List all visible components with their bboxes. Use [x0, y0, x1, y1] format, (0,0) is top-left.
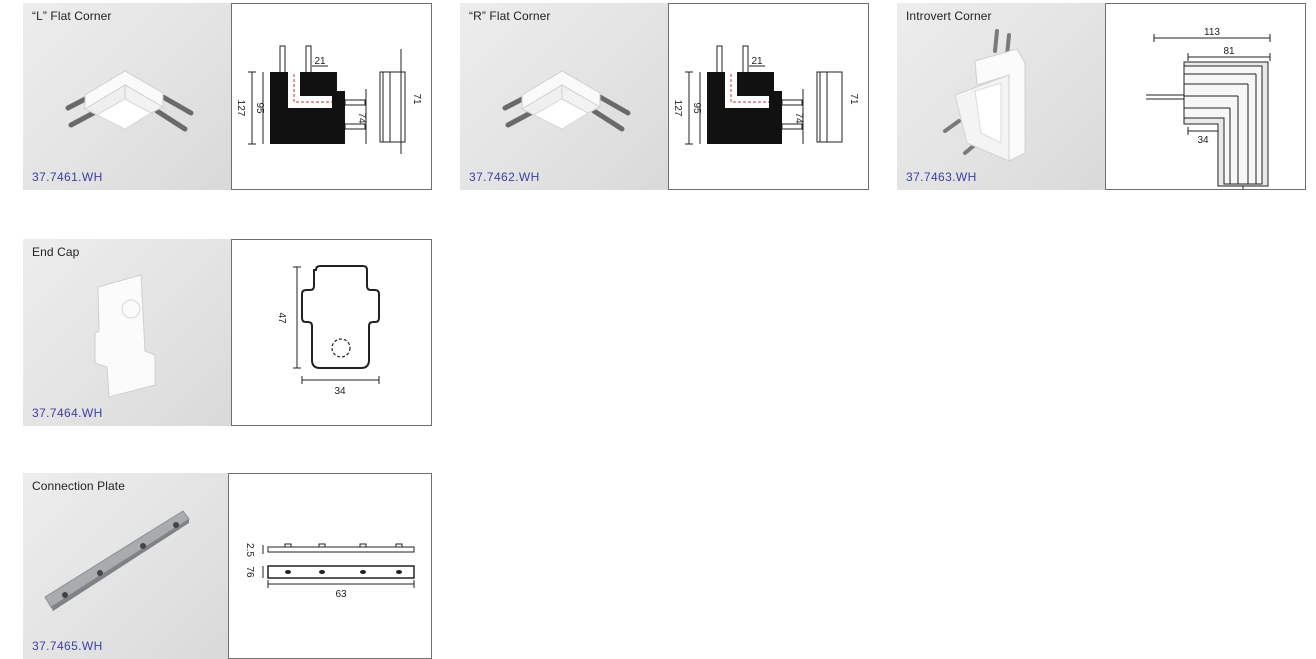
l-corner-product-image: [65, 70, 194, 132]
product-code: 37.7464.WH: [32, 406, 103, 420]
product-name: End Cap: [32, 245, 80, 259]
product-card-introvert-corner: Introvert Corner 37.7463.WH 113 81 34: [897, 3, 1306, 190]
technical-drawing: 2.5 76 63: [228, 473, 432, 659]
technical-drawing: 113 81 34: [1105, 3, 1306, 190]
product-card-l-flat-corner: “L” Flat Corner 37.7461.WH 127 95: [23, 3, 432, 190]
dimension-label: 21: [314, 56, 326, 67]
end-cap-product-image: [94, 274, 156, 398]
dimension-label: 74: [793, 112, 804, 124]
connection-plate-product-image: [44, 510, 190, 611]
dimension-label: 2.5: [244, 543, 255, 557]
dimension-label: 71: [411, 93, 422, 105]
dimension-label: 34: [334, 386, 346, 397]
product-code: 37.7463.WH: [906, 170, 977, 184]
dimension-label: 95: [691, 102, 702, 114]
dimension-label: 63: [335, 589, 347, 600]
dimension-label: 34: [1197, 135, 1209, 146]
technical-drawing: 127 95 21 74 71: [668, 3, 869, 190]
introvert-corner-dimension-drawing: 113 81 34: [1146, 27, 1271, 189]
product-card-r-flat-corner: “R” Flat Corner 37.7462.WH 127 95 21: [460, 3, 869, 190]
connection-plate-dimension-drawing: 2.5 76 63: [244, 543, 415, 600]
l-corner-dimension-drawing: 127 95 21 74 71: [235, 45, 422, 154]
introvert-corner-product-image: [943, 29, 1026, 162]
product-name: Connection Plate: [32, 479, 125, 493]
dimension-label: 47: [276, 312, 287, 324]
end-cap-dimension-drawing: 47 34: [276, 265, 380, 397]
dimension-label: 113: [1204, 27, 1220, 38]
dimension-label: 74: [356, 112, 367, 124]
product-name: Introvert Corner: [906, 9, 992, 23]
product-name: “L” Flat Corner: [32, 9, 112, 23]
technical-drawing: 47 34: [231, 239, 432, 426]
r-corner-dimension-drawing: 127 95 21 74 71: [672, 45, 859, 145]
product-photo: “L” Flat Corner 37.7461.WH: [23, 3, 232, 190]
dimension-label: 127: [235, 100, 246, 117]
dimension-label: 95: [254, 102, 265, 114]
product-card-connection-plate: Connection Plate 37.7465.WH 2.5 76 63: [23, 473, 432, 659]
product-code: 37.7461.WH: [32, 170, 103, 184]
product-photo: Connection Plate 37.7465.WH: [23, 473, 228, 659]
dimension-label: 127: [672, 100, 683, 117]
product-photo: End Cap 37.7464.WH: [23, 239, 232, 426]
product-name: “R” Flat Corner: [469, 9, 551, 23]
dimension-label: 81: [1223, 46, 1235, 57]
product-card-end-cap: End Cap 37.7464.WH 47 34: [23, 239, 432, 426]
product-photo: Introvert Corner 37.7463.WH: [897, 3, 1106, 190]
dimension-label: 76: [244, 566, 255, 578]
technical-drawing: 127 95 21 74 71: [231, 3, 432, 190]
dimension-label: 21: [751, 56, 763, 67]
product-code: 37.7465.WH: [32, 639, 103, 653]
product-photo: “R” Flat Corner 37.7462.WH: [460, 3, 669, 190]
dimension-label: 71: [848, 93, 859, 105]
product-code: 37.7462.WH: [469, 170, 540, 184]
r-corner-product-image: [502, 70, 631, 132]
